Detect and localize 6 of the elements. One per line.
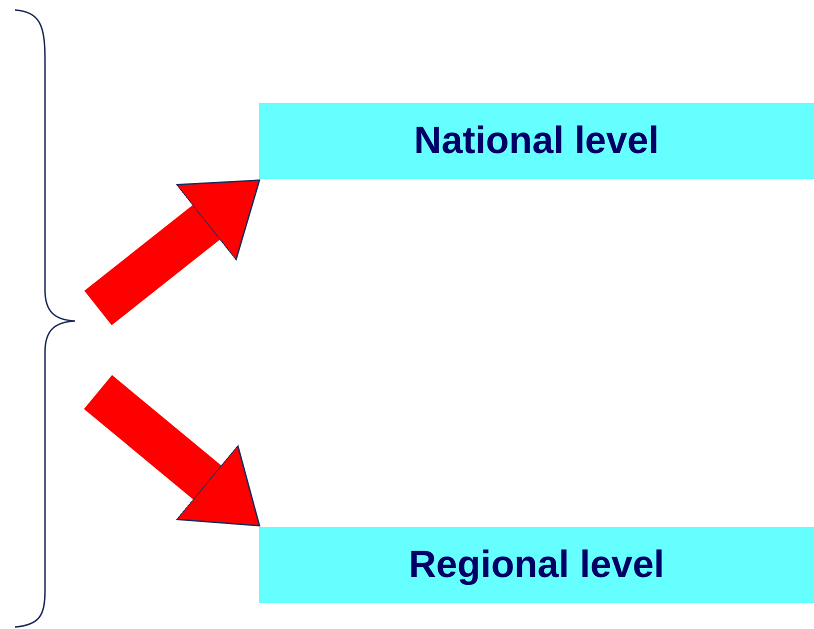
- level-label: Regional level: [408, 544, 664, 586]
- level-label: National level: [414, 120, 659, 162]
- block-arrow: [84, 180, 260, 326]
- block-arrow: [84, 375, 260, 526]
- level-box: [259, 103, 814, 179]
- level-box: [259, 527, 814, 603]
